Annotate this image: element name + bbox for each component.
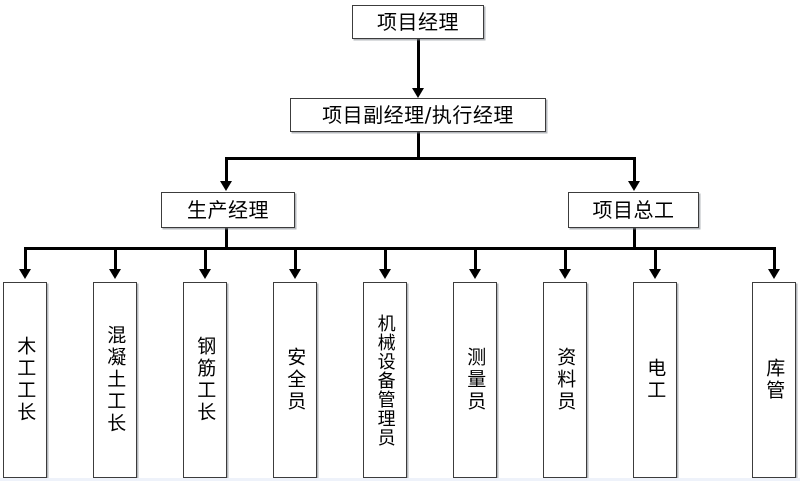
node-surveyor-label: 测量员 — [464, 347, 487, 413]
node-safety-officer[interactable]: 安全员 — [273, 282, 317, 478]
connector-drop-carpentry-foreman — [24, 247, 27, 271]
connector-drop-concrete-foreman — [114, 247, 117, 271]
connector-drop-electrician — [654, 247, 657, 271]
node-production-manager[interactable]: 生产经理 — [161, 192, 295, 228]
node-rebar-foreman[interactable]: 钢筋工长 — [183, 282, 227, 478]
node-production-manager-label: 生产经理 — [187, 198, 269, 222]
connector-level3-bus — [225, 157, 636, 160]
connector-drop-production-manager — [225, 157, 228, 183]
arrowhead-carpentry-foreman — [19, 269, 31, 279]
connector-production-manager-stem — [225, 227, 228, 250]
connector-deputy-stem — [417, 131, 420, 157]
node-chief-engineer[interactable]: 项目总工 — [568, 192, 699, 228]
node-rebar-foreman-label: 钢筋工长 — [194, 336, 217, 424]
node-concrete-foreman[interactable]: 混凝土工长 — [93, 282, 137, 478]
arrowhead-equipment-manager — [379, 269, 391, 279]
arrowhead-deputy — [412, 88, 424, 98]
connector-drop-safety-officer — [294, 247, 297, 271]
node-equipment-manager-label: 机械设备管理员 — [374, 313, 396, 447]
arrowhead-production-manager — [220, 181, 232, 191]
node-equipment-manager[interactable]: 机械设备管理员 — [363, 282, 407, 478]
node-document-clerk[interactable]: 资料员 — [543, 282, 587, 478]
connector-chief-engineer-stem — [633, 227, 636, 250]
arrowhead-warehouse-keeper — [768, 269, 780, 279]
node-warehouse-keeper[interactable]: 库管 — [752, 282, 796, 478]
node-warehouse-keeper-label: 库管 — [763, 358, 786, 402]
connector-leaf-bus — [24, 247, 776, 250]
node-electrician[interactable]: 电工 — [633, 282, 677, 478]
bottom-edge-wash — [0, 478, 800, 481]
node-surveyor[interactable]: 测量员 — [453, 282, 497, 478]
arrowhead-concrete-foreman — [109, 269, 121, 279]
node-safety-officer-label: 安全员 — [284, 347, 307, 413]
node-project-manager[interactable]: 项目经理 — [352, 5, 484, 39]
connector-drop-equipment-manager — [384, 247, 387, 271]
node-project-manager-label: 项目经理 — [377, 10, 459, 34]
node-document-clerk-label: 资料员 — [554, 347, 577, 413]
node-electrician-label: 电工 — [644, 358, 667, 402]
arrowhead-rebar-foreman — [199, 269, 211, 279]
node-deputy-project-manager[interactable]: 项目副经理/执行经理 — [290, 98, 546, 132]
connector-drop-rebar-foreman — [204, 247, 207, 271]
connector-drop-chief-engineer — [633, 157, 636, 183]
arrowhead-surveyor — [469, 269, 481, 279]
node-carpentry-foreman-label: 木工工长 — [14, 336, 37, 424]
node-carpentry-foreman[interactable]: 木工工长 — [3, 282, 47, 478]
arrowhead-chief-engineer — [628, 181, 640, 191]
node-concrete-foreman-label: 混凝土工长 — [104, 325, 127, 435]
connector-drop-document-clerk — [564, 247, 567, 271]
node-deputy-project-manager-label: 项目副经理/执行经理 — [322, 103, 514, 127]
connector-drop-surveyor — [474, 247, 477, 271]
arrowhead-safety-officer — [289, 269, 301, 279]
connector-drop-warehouse-keeper — [773, 247, 776, 271]
arrowhead-document-clerk — [559, 269, 571, 279]
node-chief-engineer-label: 项目总工 — [592, 198, 675, 222]
connector-pm-to-deputy — [417, 38, 420, 90]
arrowhead-electrician — [649, 269, 661, 279]
